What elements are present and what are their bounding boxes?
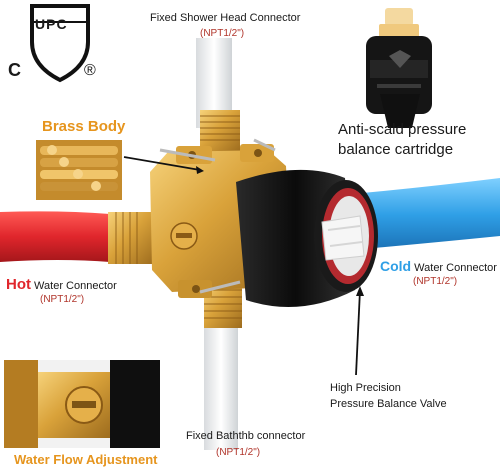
valve-label: High Precision Pressure Balance Valve xyxy=(330,380,447,412)
bottom-connector-spec: (NPT1/2") xyxy=(216,447,261,458)
cartridge-label-line2: balance cartridge xyxy=(338,141,454,158)
black-sleeve xyxy=(236,169,378,308)
upc-text: UPC xyxy=(35,16,68,32)
left-fitting xyxy=(108,212,154,264)
bottom-pipe xyxy=(204,320,238,450)
cold-word: Cold xyxy=(380,258,412,274)
hot-word: Hot xyxy=(6,276,31,293)
top-connector-label: Fixed Shower Head Connector xyxy=(150,12,301,24)
hot-pipe xyxy=(0,211,110,262)
hot-rest: Water Connector xyxy=(31,280,117,292)
bottom-connector-label: Fixed Baththb connector xyxy=(186,430,306,442)
flow-adjustment-inset xyxy=(4,360,160,448)
top-connector-spec: (NPT1/2") xyxy=(200,28,245,39)
upc-shield-icon xyxy=(30,4,90,83)
hot-spec: (NPT1/2") xyxy=(40,294,85,305)
cold-label: Cold Water Connector xyxy=(380,258,497,274)
c-mark: C xyxy=(8,60,21,80)
hot-label: Hot Water Connector xyxy=(6,276,117,293)
brass-body-label: Brass Body xyxy=(42,118,126,135)
callout-arrows xyxy=(123,156,364,376)
cartridge-label-line1: Anti-scald pressure xyxy=(338,121,467,138)
cold-spec: (NPT1/2") xyxy=(413,276,458,287)
brass-rods-inset xyxy=(36,140,122,200)
cartridge-icon xyxy=(366,8,432,128)
cold-rest: Water Connector xyxy=(411,262,497,274)
r-mark: ® xyxy=(84,62,96,79)
cartridge-label: Anti-scald pressure balance cartridge xyxy=(338,120,466,160)
valve-label-line2: Pressure Balance Valve xyxy=(330,398,447,410)
top-fitting xyxy=(200,110,240,152)
valve-label-line1: High Precision xyxy=(330,382,401,394)
flow-adjustment-label: Water Flow Adjustment xyxy=(14,452,158,467)
